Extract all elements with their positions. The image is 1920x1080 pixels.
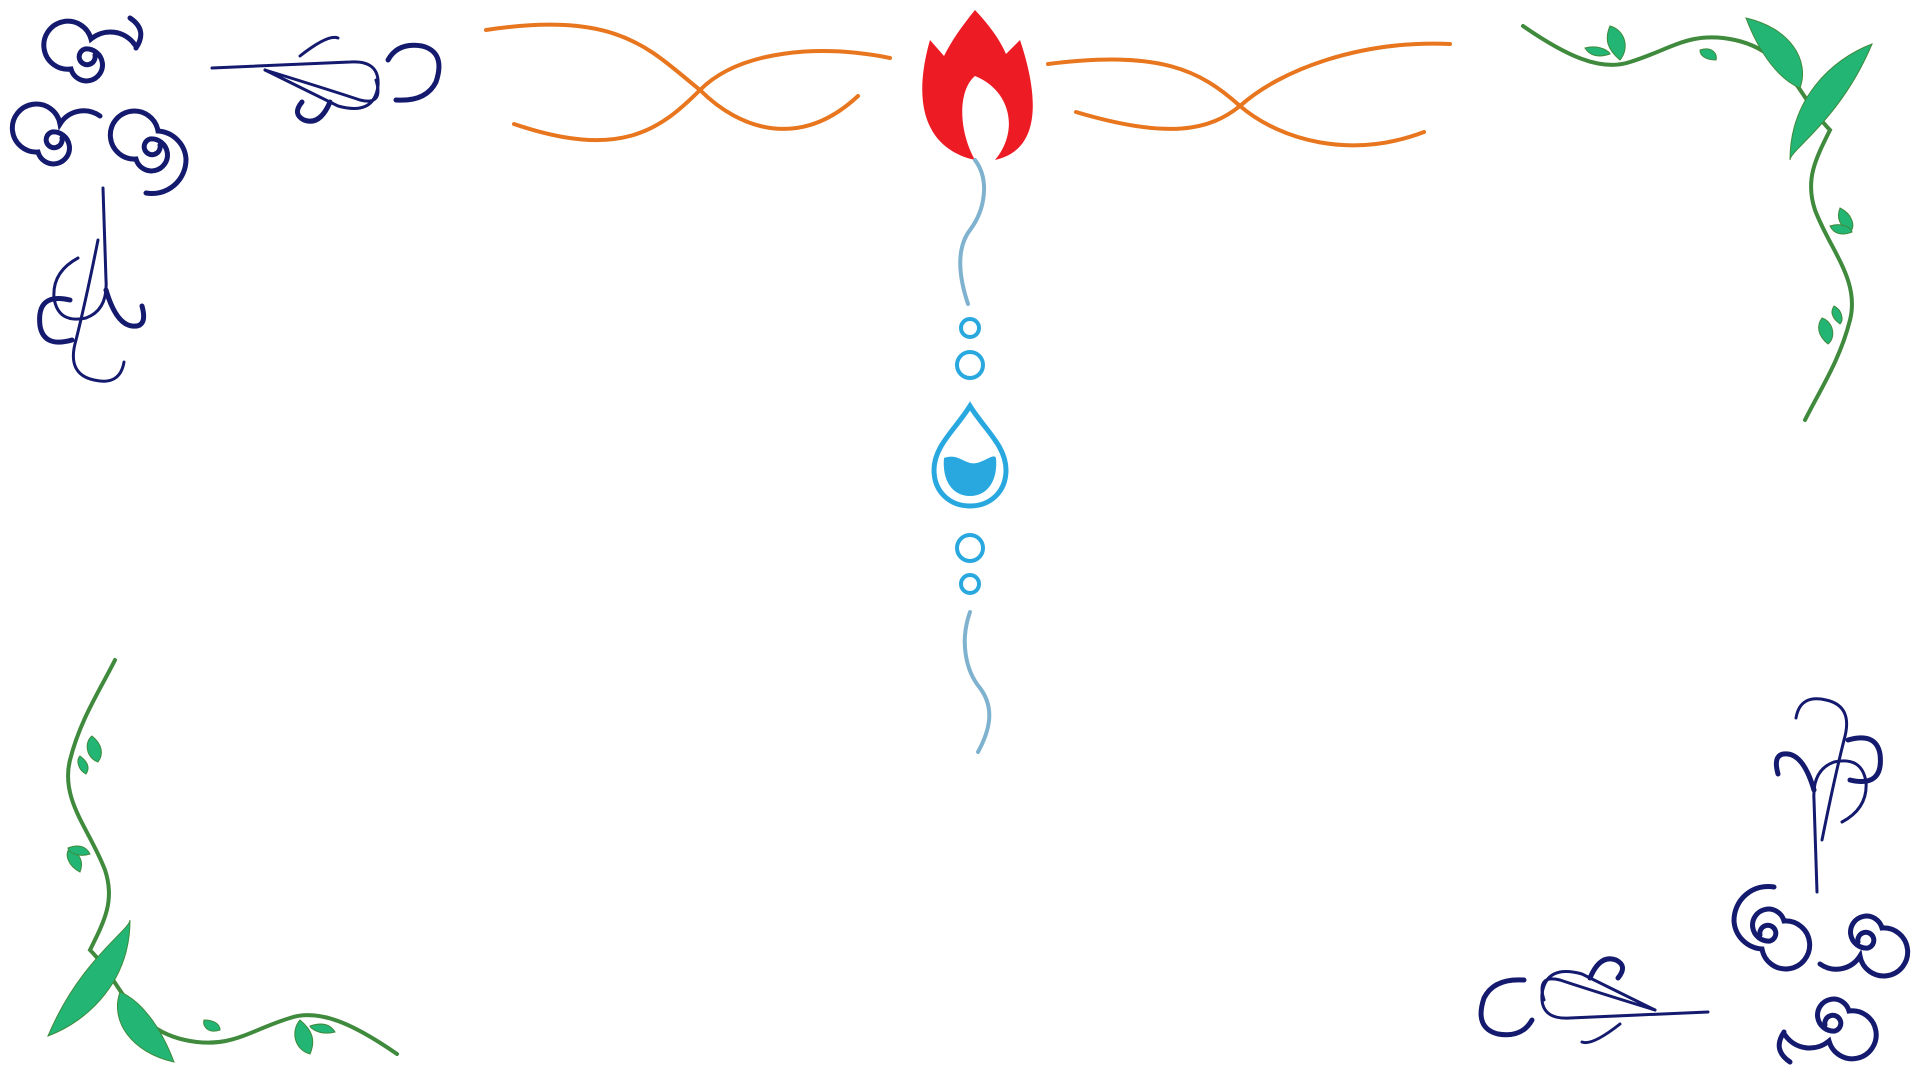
steam-lower	[962, 610, 992, 754]
fire-flourish-left	[484, 22, 892, 143]
air-ornament-top-left	[12, 18, 439, 381]
leaf-vine-icon	[1521, 16, 1877, 422]
air-swirl-icon	[12, 18, 439, 381]
bubble-icon	[959, 317, 981, 339]
bubble-icon	[959, 573, 981, 595]
bubbles-lower	[955, 533, 985, 595]
earth-vine-top-right	[1521, 16, 1877, 422]
steam-upper	[958, 158, 987, 306]
bubbles-upper	[955, 317, 985, 380]
bubble-icon	[955, 533, 985, 563]
fire-flame-icon	[922, 10, 1033, 160]
air-swirl-icon	[1481, 699, 1908, 1062]
fire-flourish-right	[1046, 41, 1452, 148]
air-ornament-bottom-right	[1481, 699, 1908, 1062]
earth-vine-bottom-left	[43, 658, 399, 1064]
leaf-vine-icon	[43, 658, 399, 1064]
water-drop-icon	[931, 401, 1009, 509]
bubble-icon	[955, 350, 985, 380]
